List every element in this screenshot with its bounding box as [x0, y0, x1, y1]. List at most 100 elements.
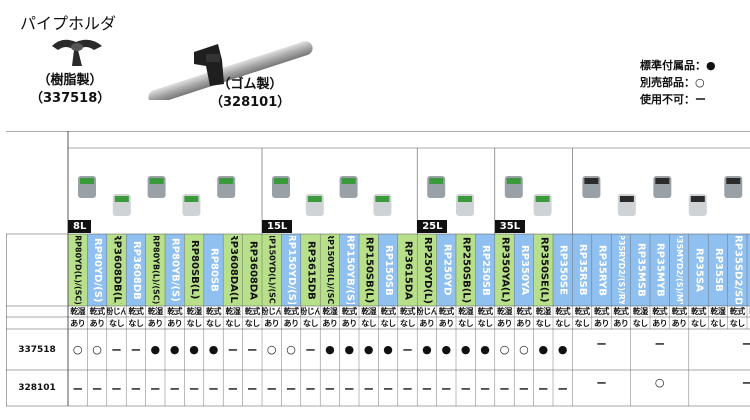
model-cell-bg [359, 234, 379, 306]
vacuum-cleaner-lid [584, 178, 599, 184]
compat-mark: ー [421, 384, 432, 396]
model-type: 乾湿 [186, 307, 203, 316]
model-name-text: RP250SB [480, 244, 492, 296]
vacuum-cleaner-lid [726, 178, 741, 184]
model-cell-bg [436, 234, 456, 306]
model-type: 乾式 [555, 307, 571, 316]
model-name-text: RP350SE(L) [538, 237, 550, 303]
vacuum-cleaner-lid [619, 196, 634, 202]
model-linked: あり [89, 318, 106, 328]
model-name: RP80YD/(S) [87, 236, 106, 304]
model-name: RP250YD [437, 236, 456, 304]
model-linked: なし [302, 318, 319, 328]
compat-mark: ● [169, 343, 180, 356]
model-name: RP35SA [689, 236, 708, 304]
model-cell-bg [572, 234, 592, 306]
model-name-text: RP250YD [441, 244, 453, 296]
compat-mark: ○ [266, 343, 277, 356]
model-name: RP35SB [708, 236, 727, 304]
model-name: RP150YB/(S) [340, 236, 359, 304]
model-name-text: RP350YA [518, 245, 530, 295]
compat-mark: ー [169, 384, 180, 396]
compat-mark: ● [208, 343, 219, 356]
model-cell-bg [320, 234, 340, 306]
model-type: 乾式 [574, 307, 591, 316]
model-name: RP80SB [204, 236, 223, 304]
model-type: 粉じん [262, 307, 282, 316]
model-name-text: RP35MYD2/(S)/MYD [675, 236, 685, 304]
compat-mark: ○ [286, 343, 296, 356]
model-name-text: RP35SB [712, 248, 724, 292]
model-type: 乾湿 [458, 307, 474, 316]
model-linked: あり [322, 318, 338, 328]
model-cell-bg [708, 234, 728, 306]
compat-group-mark: ー [741, 340, 750, 351]
model-name-text: RP350SE [557, 245, 569, 295]
compat-mark: ー [324, 384, 335, 396]
compat-mark: ○ [499, 343, 510, 356]
model-name-text: RP150SB(L) [363, 236, 375, 304]
model-linked: なし [128, 318, 144, 328]
compat-mark: ー [518, 384, 529, 396]
vacuum-cleaner-lid [219, 178, 234, 184]
model-type: 乾湿 [710, 307, 726, 316]
model-name: RP35RSB [572, 236, 591, 304]
model-cell-bg [87, 234, 107, 306]
compat-mark: ー [208, 384, 219, 396]
vacuum-cleaner-lid [184, 196, 199, 202]
model-type: 乾湿 [225, 307, 241, 316]
model-type: 乾式 [341, 307, 358, 316]
model-cell-bg [242, 234, 262, 306]
code-number-label [6, 171, 68, 191]
model-type: 乾式 [613, 307, 629, 316]
compat-mark: ○ [72, 343, 83, 356]
model-linked: なし [186, 318, 203, 328]
model-cell-bg [397, 234, 418, 306]
model-name-text: RP35SD2/SD [732, 236, 744, 304]
model-linked: なし [458, 318, 474, 328]
model-type: 乾式 [729, 307, 746, 316]
compat-mark: ー [130, 346, 141, 357]
compat-mark: ー [111, 346, 122, 357]
model-name-text: RP250SB(L) [460, 236, 472, 304]
model-cell-bg [417, 234, 437, 306]
compat-mark: ● [325, 343, 335, 356]
model-name-text: RP3608DB [130, 240, 142, 300]
model-name: RP3608DA [243, 236, 262, 304]
compat-mark: ● [480, 343, 490, 356]
model-type: 乾式 [516, 307, 532, 316]
model-name-text: RP150SB [383, 244, 395, 296]
model-name-text: RP80YD(L)/(SC) [73, 236, 83, 304]
compat-mark: ー [305, 384, 316, 396]
model-name: RP35RYD2/(S)/RYD [611, 236, 630, 304]
compat-mark: ー [227, 346, 238, 357]
model-name: RP250SB [475, 236, 494, 304]
vacuum-cleaner-lid [149, 178, 164, 184]
model-name: RP350SE [553, 236, 572, 304]
model-cell-bg [747, 234, 750, 306]
vacuum-cleaner-lid [655, 178, 670, 184]
row-label-type [6, 306, 68, 317]
model-linked: あり [516, 318, 532, 328]
model-cell-bg [553, 234, 573, 306]
part-code: 328101 [18, 383, 56, 393]
compat-mark: ● [538, 343, 549, 356]
compat-mark: ー [286, 384, 297, 396]
vacuum-cleaner-lid [80, 178, 94, 184]
model-type: 乾式 [652, 307, 668, 316]
compat-mark: ● [363, 343, 374, 356]
compat-group-mark: ○ [654, 375, 665, 389]
compat-mark: ー [227, 384, 238, 396]
model-linked: あり [593, 318, 610, 328]
model-name: RP3615DB [301, 236, 320, 304]
legend-unavailable: 使用不可：ー [640, 93, 706, 106]
legend-optional: 別売部品：○ [640, 76, 705, 89]
model-name-text: RP35RSB [577, 244, 589, 296]
model-linked: なし [361, 318, 377, 328]
model-cell-bg [68, 234, 88, 306]
model-name: RP35RYB [592, 236, 611, 304]
model-cell-bg [223, 234, 243, 306]
rubber-holder-caption: （ゴム製） （328101） [210, 77, 291, 110]
model-type: 乾式 [283, 307, 300, 316]
model-linked: あり [438, 318, 455, 328]
